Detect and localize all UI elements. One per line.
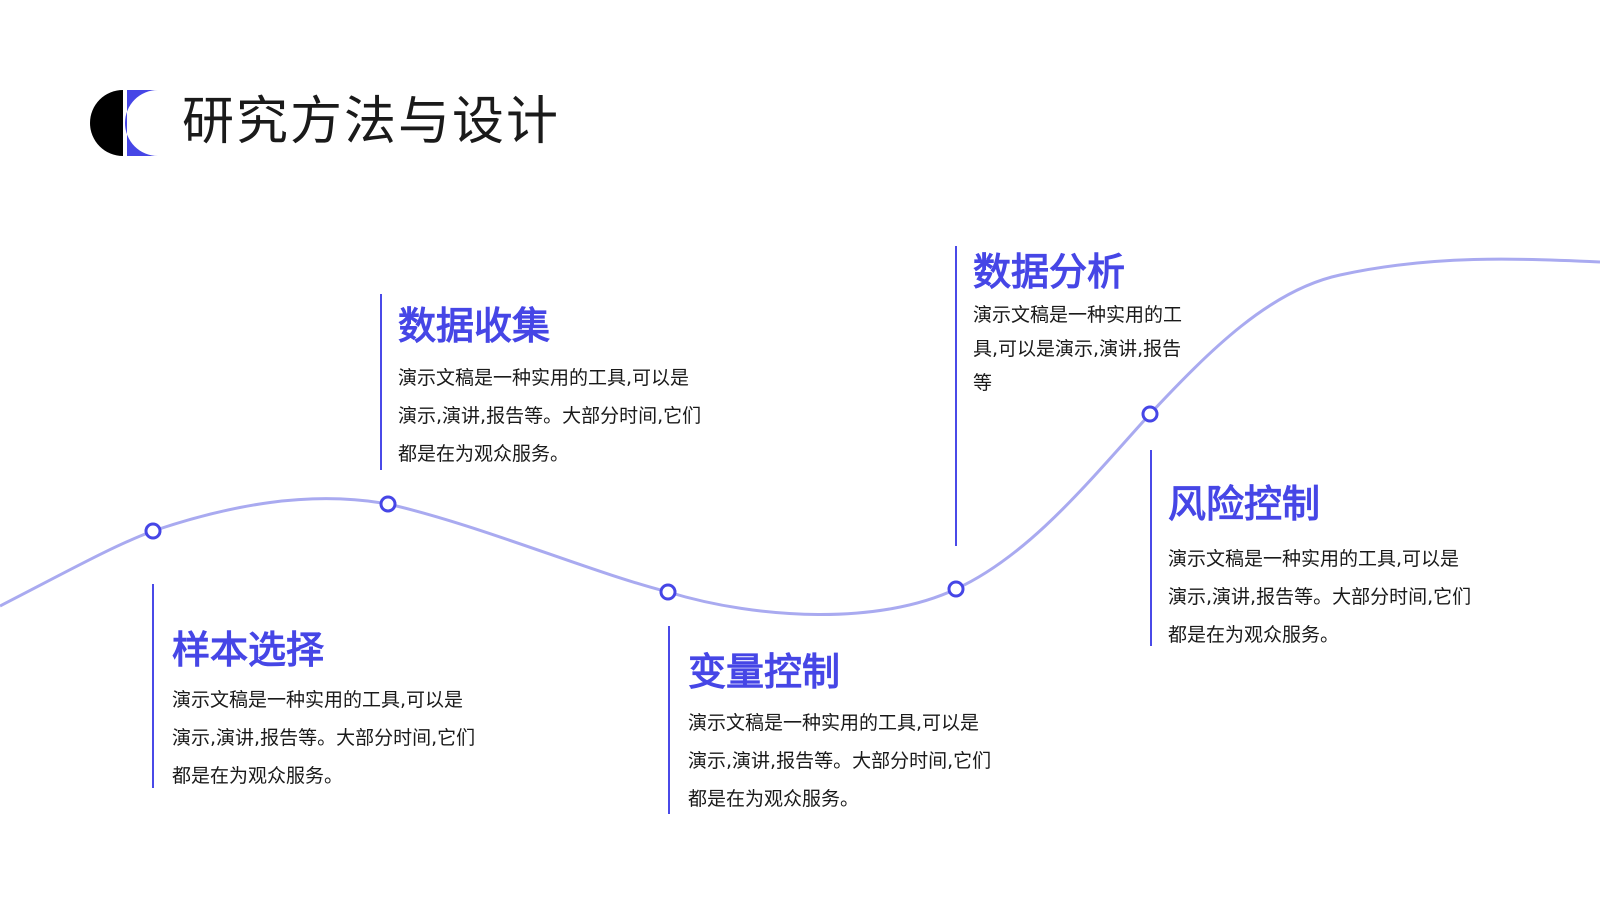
node-5 xyxy=(1141,405,1159,423)
step-divider xyxy=(668,626,670,814)
logo-dark-half xyxy=(90,90,123,156)
node-1 xyxy=(144,522,162,540)
step-divider xyxy=(380,294,382,470)
step-desc: 演示文稿是一种实用的工具,可以是演示,演讲,报告等。大部分时间,它们都是在为观众… xyxy=(398,367,702,465)
logo-icon xyxy=(90,90,158,156)
step-desc: 演示文稿是一种实用的工具,可以是演示,演讲,报告等。大部分时间,它们都是在为观众… xyxy=(688,712,992,810)
step-desc: 演示文稿是一种实用的工具,可以是演示,演讲,报告等。大部分时间,它们都是在为观众… xyxy=(172,689,476,787)
node-3 xyxy=(659,583,677,601)
step-divider xyxy=(152,584,154,788)
node-4 xyxy=(947,580,965,598)
step-divider xyxy=(1150,450,1152,646)
node-2 xyxy=(379,495,397,513)
logo-accent-half xyxy=(125,90,158,156)
step-heading: 数据收集 xyxy=(398,304,551,348)
page-title: 研究方法与设计 xyxy=(182,92,561,152)
step-divider xyxy=(955,246,957,546)
step-desc: 演示文稿是一种实用的工具,可以是演示,演讲,报告等。大部分时间,它们都是在为观众… xyxy=(1168,548,1472,646)
step-heading: 变量控制 xyxy=(688,650,841,694)
curve-line xyxy=(0,257,1600,616)
step-heading: 数据分析 xyxy=(973,250,1126,294)
step-heading: 样本选择 xyxy=(172,628,325,672)
step-desc: 演示文稿是一种实用的工具,可以是演示,演讲,报告等 xyxy=(973,304,1183,394)
step-heading: 风险控制 xyxy=(1168,482,1321,526)
